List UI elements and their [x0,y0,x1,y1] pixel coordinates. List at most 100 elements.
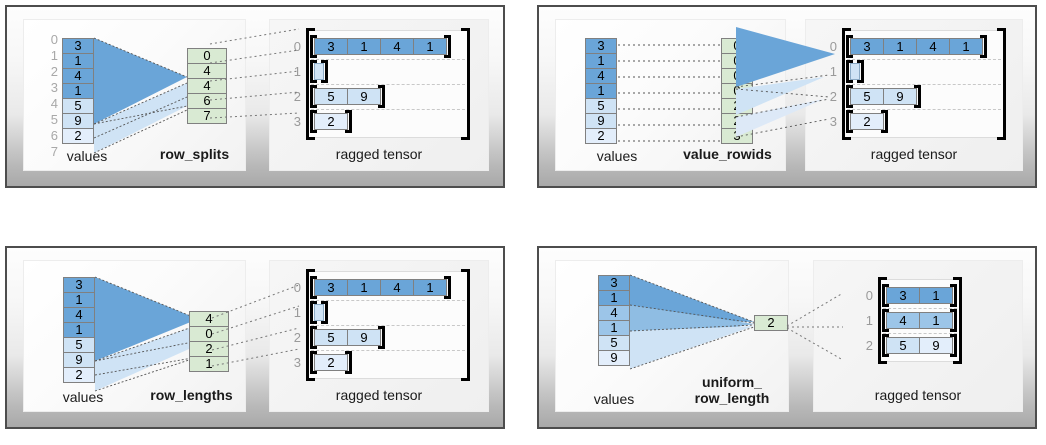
table-row [314,63,324,80]
tensor-cell: 9 [347,329,381,346]
row-divider [883,308,957,309]
tensor-cell: 2 [314,354,348,371]
row-index-label: 2 [829,89,837,104]
value-cell: 1 [598,290,630,306]
value-cell: 4 [585,68,617,84]
row-bracket-right [950,334,957,357]
value-cell: 5 [585,98,617,114]
table-row: 2 [314,113,348,130]
value-index-label: 3 [50,80,58,95]
row-divider [311,109,465,110]
row-bracket-left [846,85,853,108]
tensor-cell: 1 [413,38,447,55]
empty-row-placeholder [314,304,324,321]
value-cell: 1 [63,322,95,338]
tensor-cell: 1 [883,38,917,55]
tensor-cell: 1 [949,38,983,55]
row-divider [311,325,465,326]
uniform-row-length-cell: 2 [754,315,788,331]
row-length-cell: 4 [189,311,229,327]
value-cell: 3 [62,38,94,54]
row-split-cell: 4 [187,78,227,94]
tensor-cell: 9 [347,88,381,105]
empty-row-placeholder [850,63,860,80]
row-length-cell: 1 [189,356,229,372]
value-cell: 3 [585,38,617,54]
row-bracket-right [857,60,864,83]
row-bracket-right [321,60,328,83]
row-divider [847,84,1001,85]
value-cell: 1 [598,320,630,336]
row-index-label: 2 [865,338,873,353]
value-index-label: 7 [50,144,58,159]
value-cell: 5 [63,337,95,353]
value-index-label: 6 [50,128,58,143]
row-id-cell: 2 [721,113,753,129]
value-cell: 4 [62,68,94,84]
tensor-cell: 4 [380,38,414,55]
outer-bracket-left [306,28,315,140]
ragged-tensor-label: ragged tensor [874,387,962,403]
tensor-cell: 3 [850,38,884,55]
row-split-cell: 6 [187,93,227,109]
row-bracket-left [310,326,317,349]
table-row: 2 [314,354,348,371]
row-index-label: 0 [293,39,301,54]
outer-bracket-right [461,269,470,381]
ragged-tensor-label: ragged tensor [870,146,958,162]
ragged-tensor-label: ragged tensor [335,387,423,403]
row-bracket-left [310,351,317,374]
tensor-cell: 1 [347,279,381,296]
row-length-cell: 0 [189,326,229,342]
row-index-label: 0 [293,280,301,295]
value-cell: 4 [598,305,630,321]
row-bracket-right [345,110,352,133]
table-row [850,63,860,80]
row-divider [311,350,465,351]
empty-row-placeholder [314,63,324,80]
value-cell: 3 [63,277,95,293]
value-cell: 3 [598,275,630,291]
row-bracket-right [378,85,385,108]
outer-bracket-right [461,28,470,140]
row-id-cell: 2 [721,98,753,114]
row-split-cell: 7 [187,108,227,124]
row-id-cell: 0 [721,68,753,84]
value-index-label: 4 [50,96,58,111]
row-split-cell: 4 [187,63,227,79]
value-index-label: 2 [50,64,58,79]
row-bracket-left [310,301,317,324]
row-divider [847,109,1001,110]
row-divider [883,333,957,334]
row-bracket-right [378,326,385,349]
row-index-label: 3 [829,114,837,129]
tensor-cell: 1 [413,279,447,296]
encoding-label: uniform_ row_length [694,374,770,406]
row-split-cell: 0 [187,48,227,64]
outer-bracket-right [953,277,962,364]
tensor-cell: 5 [886,337,920,354]
tensor-cell: 4 [886,312,920,329]
tensor-cell: 9 [919,337,953,354]
